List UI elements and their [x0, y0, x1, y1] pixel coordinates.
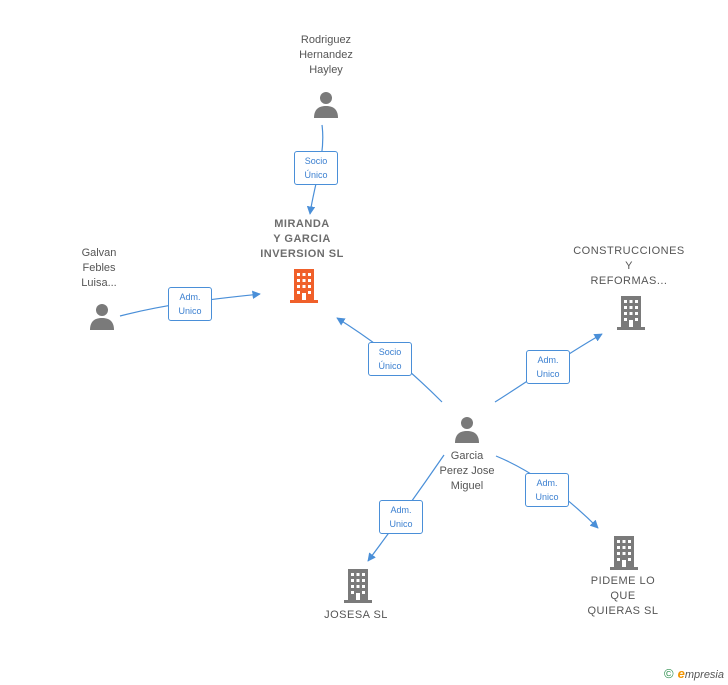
edge-label-galvan-main[interactable]: Adm. Unico: [168, 287, 212, 321]
footer-brand: ©empresia: [664, 666, 724, 681]
node-label-main-company[interactable]: MIRANDA Y GARCIA INVERSION SL: [260, 218, 344, 260]
person-icon[interactable]: [452, 414, 482, 444]
edge-label-garcia-construcciones[interactable]: Adm. Unico: [526, 350, 570, 384]
building-icon[interactable]: [342, 569, 374, 603]
node-label-construcciones[interactable]: CONSTRUCCIONES Y REFORMAS...: [573, 245, 685, 287]
edge-label-garcia-pideme[interactable]: Adm. Unico: [525, 473, 569, 507]
brand-name: mpresia: [684, 669, 724, 681]
person-icon[interactable]: [311, 89, 341, 119]
edge-label-garcia-josesa[interactable]: Adm. Unico: [379, 500, 423, 534]
building-icon[interactable]: [615, 296, 647, 330]
node-label-pideme[interactable]: PIDEME LO QUE QUIERAS SL: [587, 575, 659, 617]
edge-label-rodriguez-main[interactable]: Socio Único: [294, 151, 338, 185]
node-label-galvan[interactable]: Galvan Febles Luisa...: [81, 247, 117, 289]
brand-logo-e: e: [677, 666, 685, 681]
building-icon-main[interactable]: [288, 269, 320, 303]
building-icon[interactable]: [608, 536, 640, 570]
node-label-garcia[interactable]: Garcia Perez Jose Miguel: [439, 450, 495, 492]
edge-label-garcia-main[interactable]: Socio Único: [368, 342, 412, 376]
copyright-symbol: ©: [664, 666, 674, 681]
node-label-josesa[interactable]: JOSESA SL: [324, 609, 388, 621]
node-label-rodriguez[interactable]: Rodriguez Hernandez Hayley: [299, 34, 353, 76]
person-icon[interactable]: [87, 301, 117, 331]
